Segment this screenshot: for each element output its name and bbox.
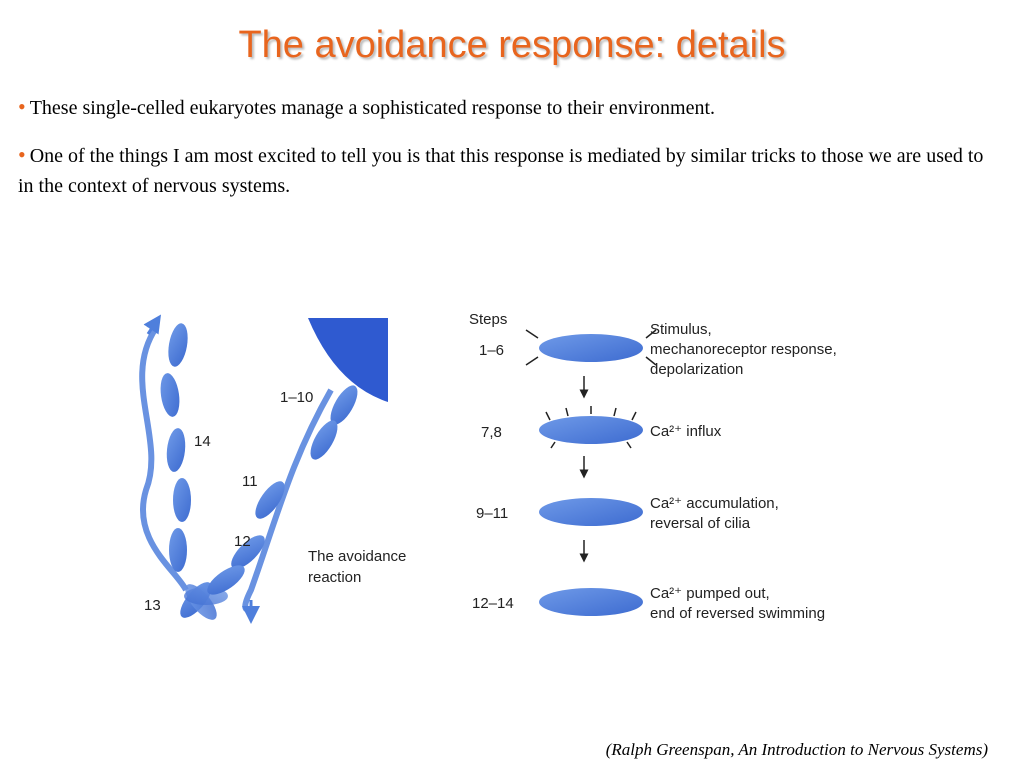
label-12: 12 (234, 533, 251, 550)
step-2-line-1: Ca²⁺ influx (650, 423, 722, 440)
step-1-line-3: depolarization (650, 361, 743, 378)
path-arrow-icon (143, 314, 161, 335)
swim-path-left (139, 326, 189, 592)
paramecium-cell (539, 588, 643, 616)
caption-line-2: reaction (308, 569, 361, 586)
bullet-1: •These single-celled eukaryotes manage a… (18, 92, 984, 123)
label-11: 11 (242, 473, 258, 490)
step-1-line-1: Stimulus, (650, 321, 712, 338)
step-4-line-2: end of reversed swimming (650, 605, 825, 622)
avoidance-figure: 1–10 14 11 12 13 The avoidance reaction … (36, 290, 837, 650)
paramecium-cell (168, 323, 188, 367)
bullet-1-text: These single-celled eukaryotes manage a … (29, 97, 716, 119)
step-label-1: 1–6 (479, 342, 504, 359)
slide-title: The avoidance response: details (238, 24, 786, 66)
step-label-3: 9–11 (476, 505, 508, 522)
caption-line-1: The avoidance (308, 548, 406, 565)
step-4-line-1: Ca²⁺ pumped out, (650, 585, 770, 602)
left-panel: 1–10 14 11 12 13 The avoidance reaction (36, 290, 456, 650)
step-label-2: 7,8 (481, 424, 502, 441)
paramecium-cell (231, 535, 265, 569)
bullet-dot-icon: • (18, 94, 26, 119)
step-3-line-2: reversal of cilia (650, 515, 751, 532)
label-1-10: 1–10 (280, 389, 313, 406)
step-label-4: 12–14 (472, 595, 514, 612)
bullet-dot-icon: • (18, 142, 26, 167)
ca-influx-arrows-icon (545, 406, 637, 449)
paramecium-cell (169, 528, 187, 572)
stimulus-wedge (308, 318, 388, 402)
label-13: 13 (144, 597, 161, 614)
right-panel: Steps 1–6 Stimulus, mechanoreceptor resp… (469, 311, 837, 622)
paramecium-cell (166, 428, 186, 472)
paramecium-cell (539, 498, 643, 526)
cells-column-left (160, 323, 228, 620)
step-1-line-2: mechanoreceptor response, (650, 341, 837, 358)
paramecium-cell (539, 334, 643, 362)
bullet-2-text: One of the things I am most excited to t… (18, 145, 984, 197)
paramecium-cell (173, 478, 191, 522)
citation: (Ralph Greenspan, An Introduction to Ner… (605, 740, 988, 759)
label-14: 14 (194, 433, 211, 450)
stimulus-arrows-icon (525, 329, 657, 366)
paramecium-cell (330, 385, 358, 425)
step-3-line-1: Ca²⁺ accumulation, (650, 495, 779, 512)
paramecium-cell (255, 481, 285, 519)
steps-header: Steps (469, 311, 507, 328)
paramecium-cell (539, 416, 643, 444)
paramecium-cell (310, 420, 338, 460)
bullet-2: •One of the things I am most excited to … (18, 140, 984, 201)
cells-column-right (207, 385, 358, 595)
paramecium-cell (207, 565, 245, 595)
paramecium-cell (160, 373, 180, 417)
